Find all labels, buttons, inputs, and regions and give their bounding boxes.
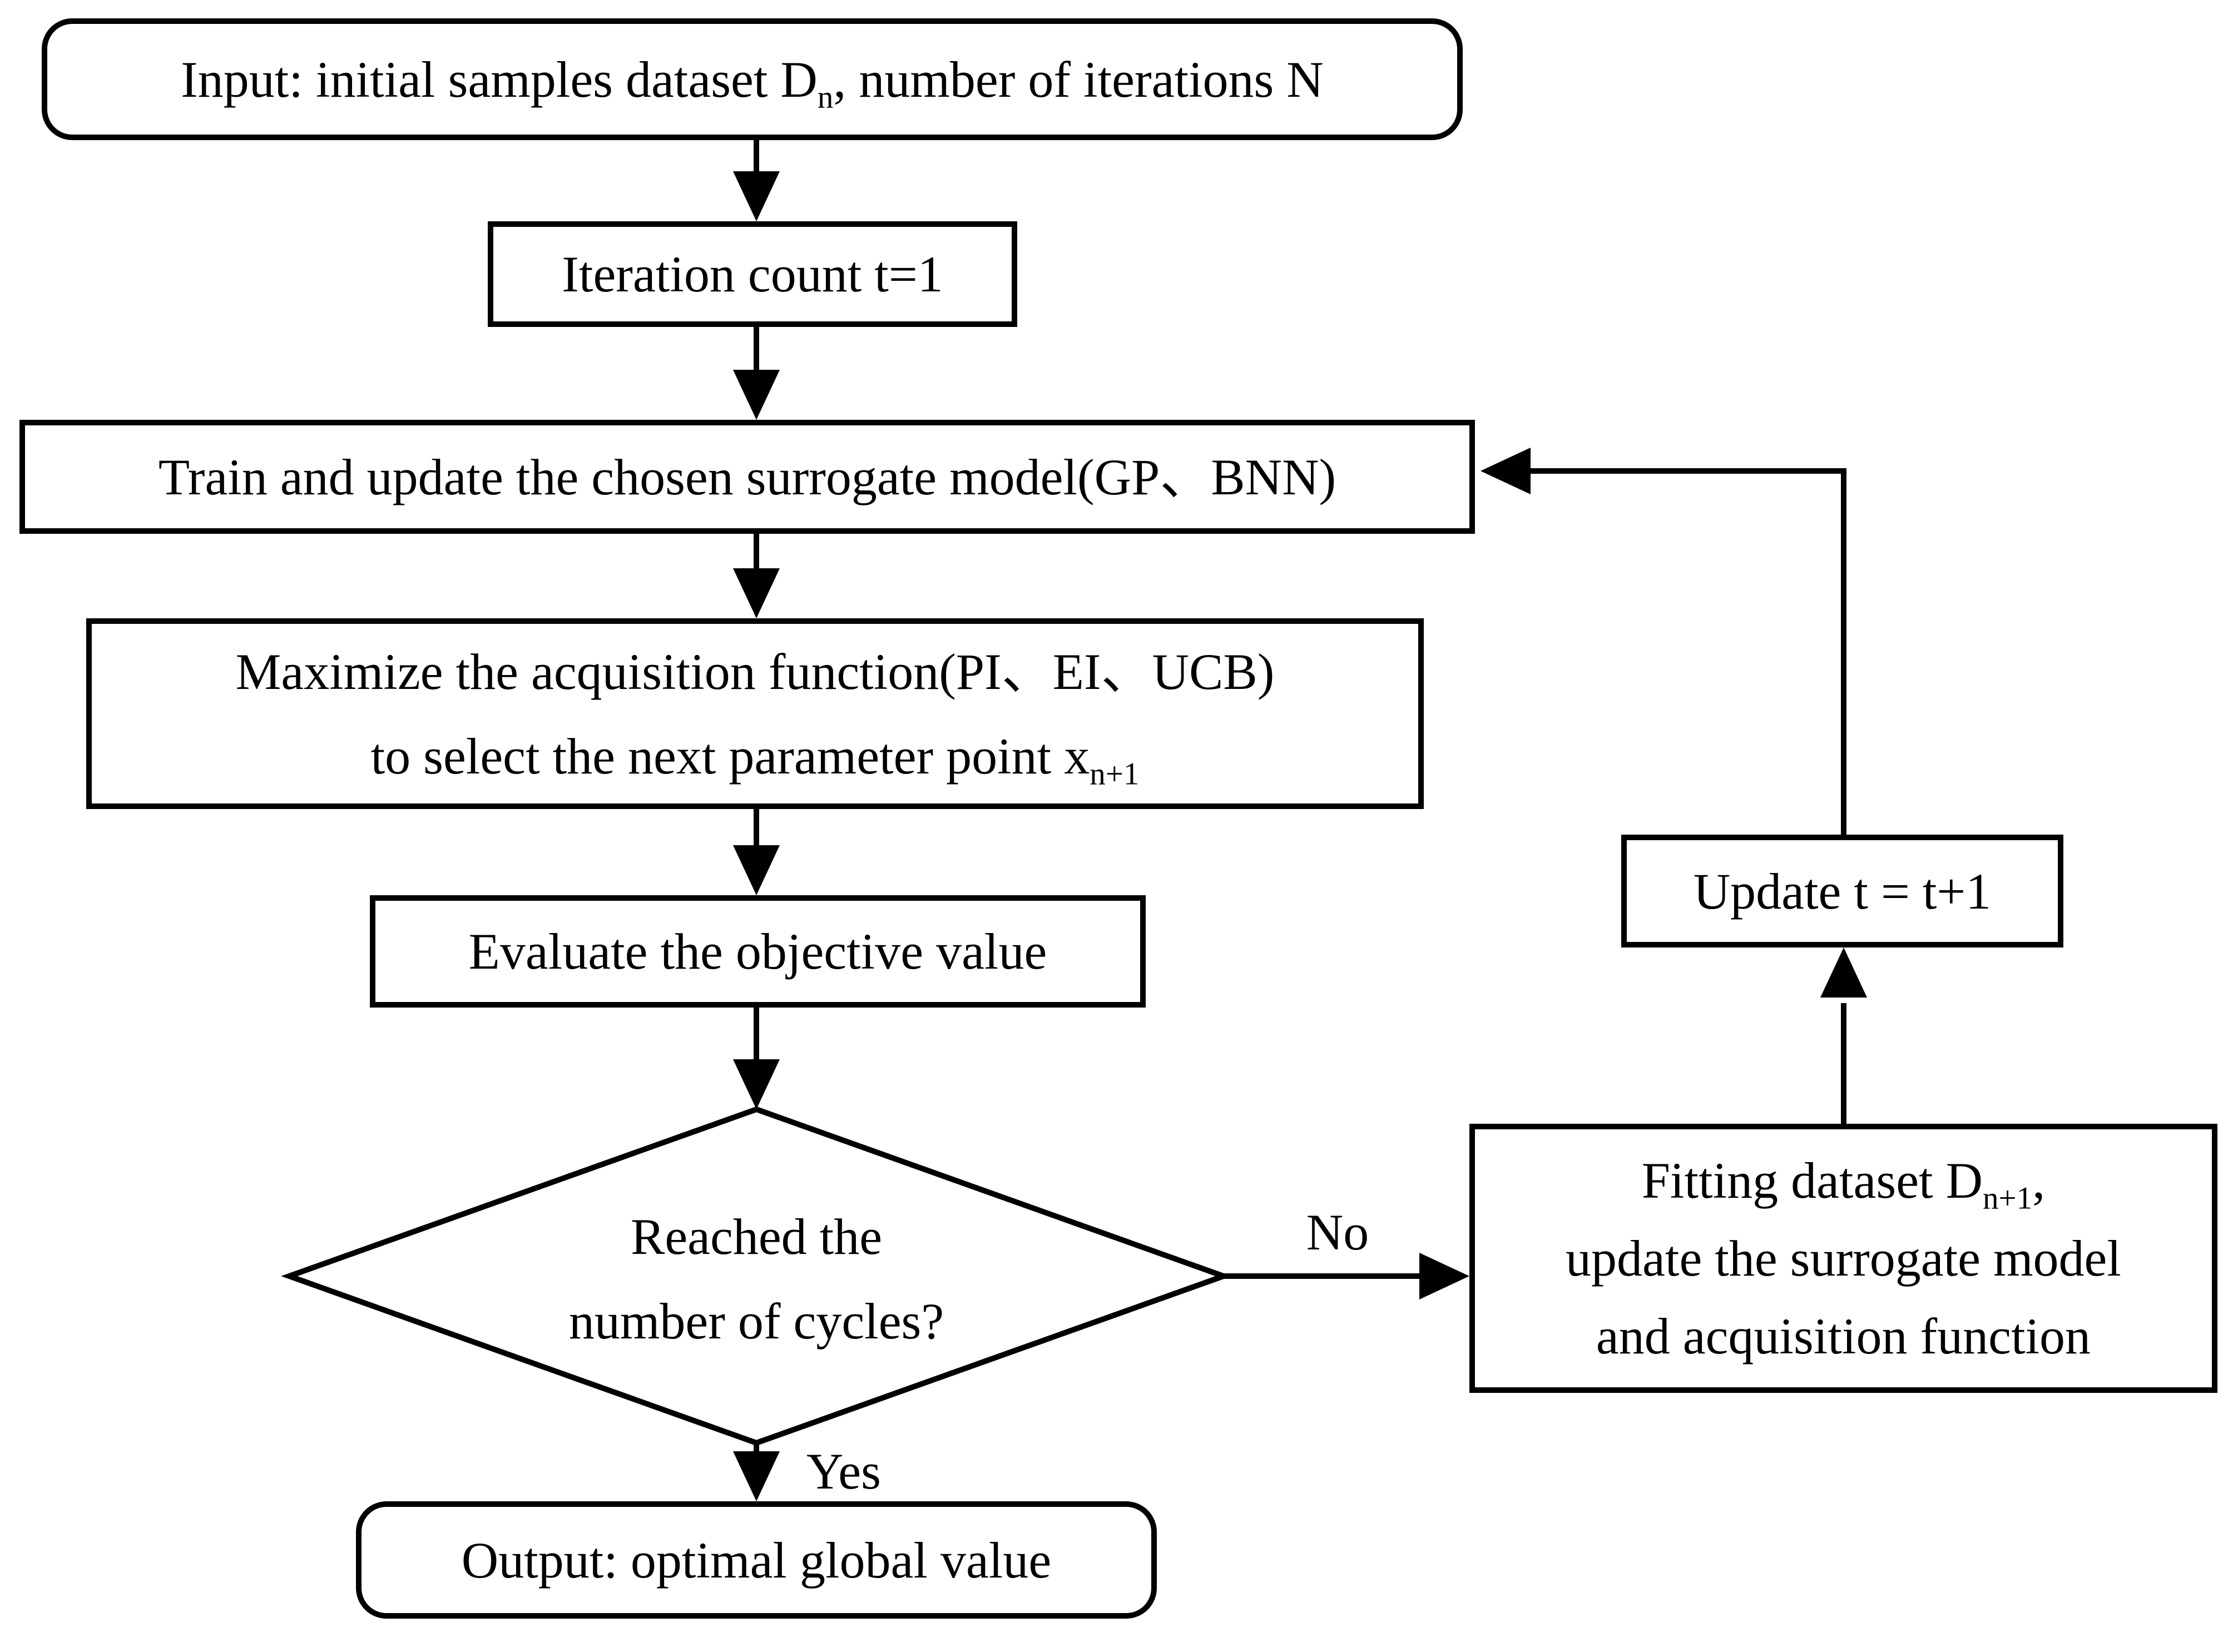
arrow-iteration-to-train-head <box>733 370 780 420</box>
maximize-acquisition-line1: Maximize the acquisition function(PI、EI、… <box>235 643 1275 700</box>
decision-diamond-label: Reached the number of cycles? <box>478 1194 1034 1363</box>
maximize-acquisition-node: Maximize the acquisition function(PI、EI、… <box>86 618 1424 809</box>
arrow-update-to-train-head <box>1481 448 1531 494</box>
iteration-count-node: Iteration count t=1 <box>488 221 1017 327</box>
arrow-no-to-fitting-head <box>1419 1253 1469 1299</box>
fitting-dataset-line1: Fitting dataset Dn+1, <box>1641 1152 2046 1216</box>
input-node: Input: initial samples dataset Dn, numbe… <box>42 18 1463 140</box>
train-surrogate-node: Train and update the chosen surrogate mo… <box>19 420 1475 534</box>
no-label: No <box>1268 1190 1407 1274</box>
arrow-train-to-maximize-head <box>733 568 780 618</box>
no-label-text: No <box>1306 1204 1369 1261</box>
decision-line2: number of cycles? <box>568 1293 944 1350</box>
fitting-dataset-line3: and acquisition function <box>1596 1308 2091 1365</box>
output-node-label: Output: optimal global value <box>461 1531 1052 1589</box>
arrow-maximize-to-evaluate-head <box>733 845 780 895</box>
arrow-evaluate-to-decision-head <box>733 1059 780 1109</box>
train-surrogate-label: Train and update the chosen surrogate mo… <box>158 448 1336 505</box>
evaluate-objective-node: Evaluate the objective value <box>370 895 1146 1008</box>
arrow-input-to-iteration-head <box>733 171 780 221</box>
evaluate-objective-label: Evaluate the objective value <box>468 923 1047 980</box>
decision-line1: Reached the <box>630 1208 883 1265</box>
fitting-dataset-line2: update the surrogate model <box>1566 1230 2121 1287</box>
arrow-update-to-train-line <box>1531 468 1846 835</box>
arrow-fitting-to-update-head <box>1820 947 1867 998</box>
input-node-label: Input: initial samples dataset Dn, numbe… <box>181 51 1324 115</box>
arrow-yes-to-output-head <box>733 1451 780 1501</box>
output-node: Output: optimal global value <box>356 1501 1157 1619</box>
update-iteration-label: Update t = t+1 <box>1693 862 1992 920</box>
iteration-count-label: Iteration count t=1 <box>562 246 943 302</box>
fitting-dataset-node: Fitting dataset Dn+1, update the surroga… <box>1469 1124 2217 1393</box>
maximize-acquisition-line2: to select the next parameter point xn+1 <box>370 727 1140 791</box>
yes-label-text: Yes <box>806 1443 881 1500</box>
yes-label: Yes <box>806 1429 984 1514</box>
update-iteration-node: Update t = t+1 <box>1621 835 2063 947</box>
